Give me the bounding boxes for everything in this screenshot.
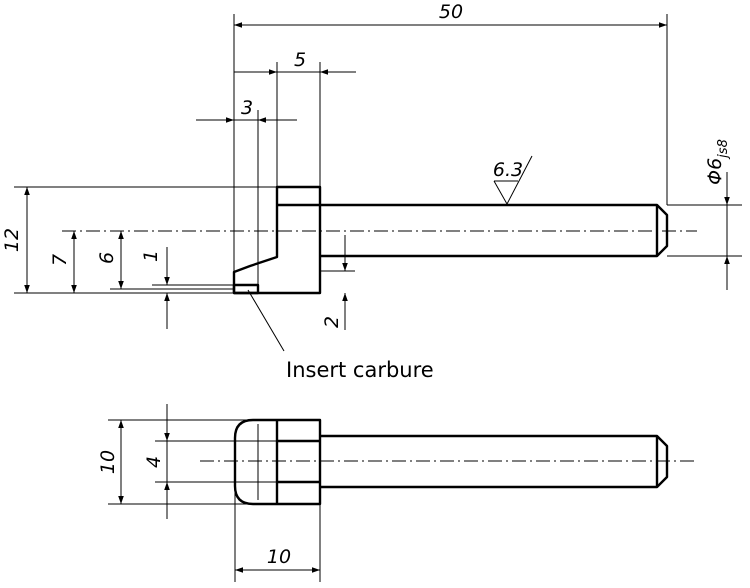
diameter-symbol-value: Φ6 (704, 158, 726, 185)
dimension-offset-2: 2 (320, 235, 355, 330)
dimension-insert-height: 1 (140, 247, 170, 329)
dim-label-6: 6 (96, 252, 118, 264)
diameter-tolerance: js8 (716, 139, 731, 160)
surface-finish-value: 6.3 (493, 159, 523, 181)
dimension-height-6: 6 (96, 231, 234, 290)
dimension-height-7: 7 (49, 231, 77, 293)
dim-label-1: 1 (140, 250, 162, 262)
dimension-plan-length: 10 (234, 486, 321, 582)
dim-label-12: 12 (1, 228, 23, 252)
dim-label-2: 2 (321, 316, 343, 328)
dim-label-5: 5 (294, 49, 306, 71)
dim-label-4: 4 (143, 456, 165, 468)
dimension-shank-diameter: Φ6js8 (667, 139, 742, 290)
surface-finish-symbol: 6.3 (493, 155, 533, 206)
dimension-plan-slot: 4 (143, 404, 170, 519)
insert-note: Insert carbure (286, 358, 434, 382)
dim-label-50: 50 (439, 1, 463, 23)
dimension-plan-width: 10 (97, 420, 124, 504)
side-view (62, 185, 697, 295)
dimension-height-12: 12 (1, 187, 30, 293)
dimension-head-width: 5 (234, 49, 356, 187)
dim-label-3: 3 (241, 97, 253, 119)
dim-label-plan-length: 10 (267, 546, 291, 568)
plan-view (200, 418, 697, 506)
head-outline (232, 185, 322, 295)
dimension-overall-length: 50 (233, 1, 668, 285)
dimension-insert-width: 3 (196, 97, 297, 285)
dim-label-plan-10: 10 (97, 450, 119, 474)
insert-leader: Insert carbure (247, 289, 434, 382)
dim-label-diameter: Φ6js8 (704, 139, 731, 185)
carbide-insert (232, 283, 260, 295)
dim-label-7: 7 (49, 254, 71, 266)
